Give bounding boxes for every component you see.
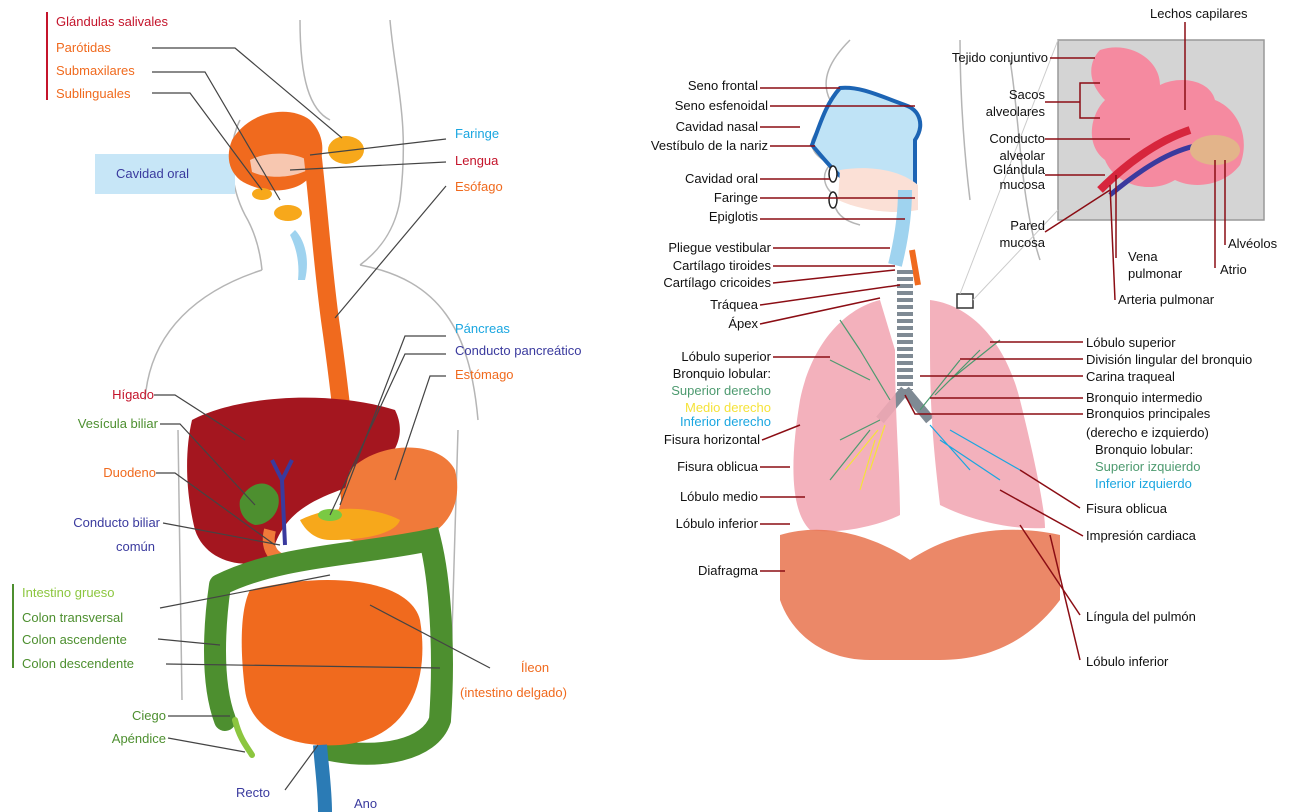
salivary-group-bar (46, 12, 48, 100)
label-superior-izquierdo: Superior izquierdo (1095, 459, 1201, 475)
label-vesicula-biliar: Vesícula biliar (20, 416, 158, 432)
label-atrio: Atrio (1220, 262, 1247, 278)
right-lung (793, 300, 900, 531)
label-bronquios-principales-2: (derecho e izquierdo) (1086, 425, 1209, 441)
rectum (320, 745, 325, 812)
label-submaxilares: Submaxilares (56, 63, 135, 79)
lip-upper (829, 166, 837, 182)
submaxillary-gland (274, 205, 302, 221)
diaphragm (780, 530, 1060, 660)
label-colon-ascendente: Colon ascendente (22, 632, 127, 648)
label-cartilago-cricoides: Cartílago cricoides (560, 275, 771, 291)
label-pliegue-vestibular: Pliegue vestibular (560, 240, 771, 256)
label-fisura-oblicua-der: Fisura oblicua (560, 459, 758, 475)
label-vena-2: pulmonar (1128, 266, 1182, 282)
label-glandula-2: mucosa (960, 177, 1045, 193)
pharynx (290, 230, 307, 280)
label-colon-descendente: Colon descendente (22, 656, 134, 672)
label-inferior-derecho: Inferior derecho (560, 414, 771, 430)
label-epiglotis: Epiglotis (560, 209, 758, 225)
label-sublinguales: Sublinguales (56, 86, 130, 102)
label-inferior-izquierdo: Inferior izquierdo (1095, 476, 1192, 492)
label-colon-transversal: Colon transversal (22, 610, 123, 626)
label-parotidas: Parótidas (56, 40, 111, 56)
label-diafragma: Diafragma (560, 563, 758, 579)
label-fisura-oblicua-izq: Fisura oblicua (1086, 501, 1167, 517)
label-pared-1: Pared (960, 218, 1045, 234)
label-vena-1: Vena (1128, 249, 1158, 265)
label-bronquio-lobular-der: Bronquio lobular: (560, 366, 771, 382)
parotid-gland (328, 136, 364, 164)
label-cavidad-oral-resp: Cavidad oral (560, 171, 758, 187)
label-seno-frontal: Seno frontal (560, 78, 758, 94)
label-bronquio-intermedio: Bronquio intermedio (1086, 390, 1202, 406)
label-sacos-1: Sacos (960, 87, 1045, 103)
label-fisura-horizontal: Fisura horizontal (560, 432, 760, 448)
label-vestibulo-nariz: Vestíbulo de la nariz (560, 138, 768, 154)
label-pancreas: Páncreas (455, 321, 510, 337)
label-lobulo-inferior-izq: Lóbulo inferior (1086, 654, 1168, 670)
label-apendice: Apéndice (60, 731, 166, 747)
label-bronquio-lobular-izq: Bronquio lobular: (1095, 442, 1193, 458)
label-arteria-pulmonar: Arteria pulmonar (1118, 292, 1214, 308)
label-lengua: Lengua (455, 153, 498, 169)
label-higado: Hígado (60, 387, 154, 403)
label-recto: Recto (236, 785, 270, 801)
label-ano: Ano (354, 796, 377, 812)
label-carina-traqueal: Carina traqueal (1086, 369, 1175, 385)
label-glandulas-salivales: Glándulas salivales (56, 14, 168, 30)
label-superior-derecho: Superior derecho (560, 383, 771, 399)
label-cavidad-nasal: Cavidad nasal (560, 119, 758, 135)
label-alveolos: Alvéolos (1228, 236, 1277, 252)
label-conducto-biliar-2: común (10, 539, 155, 555)
label-division-lingular: División lingular del bronquio (1086, 352, 1252, 368)
label-lechos-capilares: Lechos capilares (1150, 6, 1248, 22)
label-lingula-pulmon: Língula del pulmón (1086, 609, 1196, 625)
label-estomago: Estómago (455, 367, 514, 383)
label-lobulo-superior-izq: Lóbulo superior (1086, 335, 1176, 351)
label-sacos-2: alveolares (960, 104, 1045, 120)
small-intestine (242, 580, 423, 745)
label-lobulo-inferior-der: Lóbulo inferior (560, 516, 758, 532)
label-duodeno: Duodeno (40, 465, 156, 481)
label-lobulo-medio: Lóbulo medio (560, 489, 758, 505)
label-glandula-1: Glándula (960, 162, 1045, 178)
zoom-marker (957, 294, 973, 308)
label-traquea: Tráquea (560, 297, 758, 313)
label-apex: Ápex (560, 316, 758, 332)
appendix (235, 720, 252, 755)
label-seno-esfenoidal: Seno esfenoidal (560, 98, 768, 114)
label-faringe-dig: Faringe (455, 126, 499, 142)
label-bronquios-principales-1: Bronquios principales (1086, 406, 1210, 422)
label-cavidad-oral-dig: Cavidad oral (116, 166, 189, 182)
label-conducto-alveolar-1: Conducto (960, 131, 1045, 147)
large-intestine-group-bar (12, 584, 14, 668)
label-tejido-conjuntivo: Tejido conjuntivo (900, 50, 1048, 66)
label-ileon-1: Íleon (470, 660, 600, 676)
lip-lower (829, 192, 837, 208)
label-pared-2: mucosa (960, 235, 1045, 251)
label-impresion-cardiaca: Impresión cardiaca (1086, 528, 1196, 544)
label-ciego: Ciego (80, 708, 166, 724)
label-lobulo-superior-der: Lóbulo superior (560, 349, 771, 365)
label-faringe-resp: Faringe (560, 190, 758, 206)
label-conducto-biliar-1: Conducto biliar (10, 515, 160, 531)
label-cartilago-tiroides: Cartílago tiroides (560, 258, 771, 274)
label-esofago: Esófago (455, 179, 503, 195)
label-intestino-grueso: Intestino grueso (22, 585, 115, 601)
label-ileon-2: (intestino delgado) (460, 685, 567, 701)
